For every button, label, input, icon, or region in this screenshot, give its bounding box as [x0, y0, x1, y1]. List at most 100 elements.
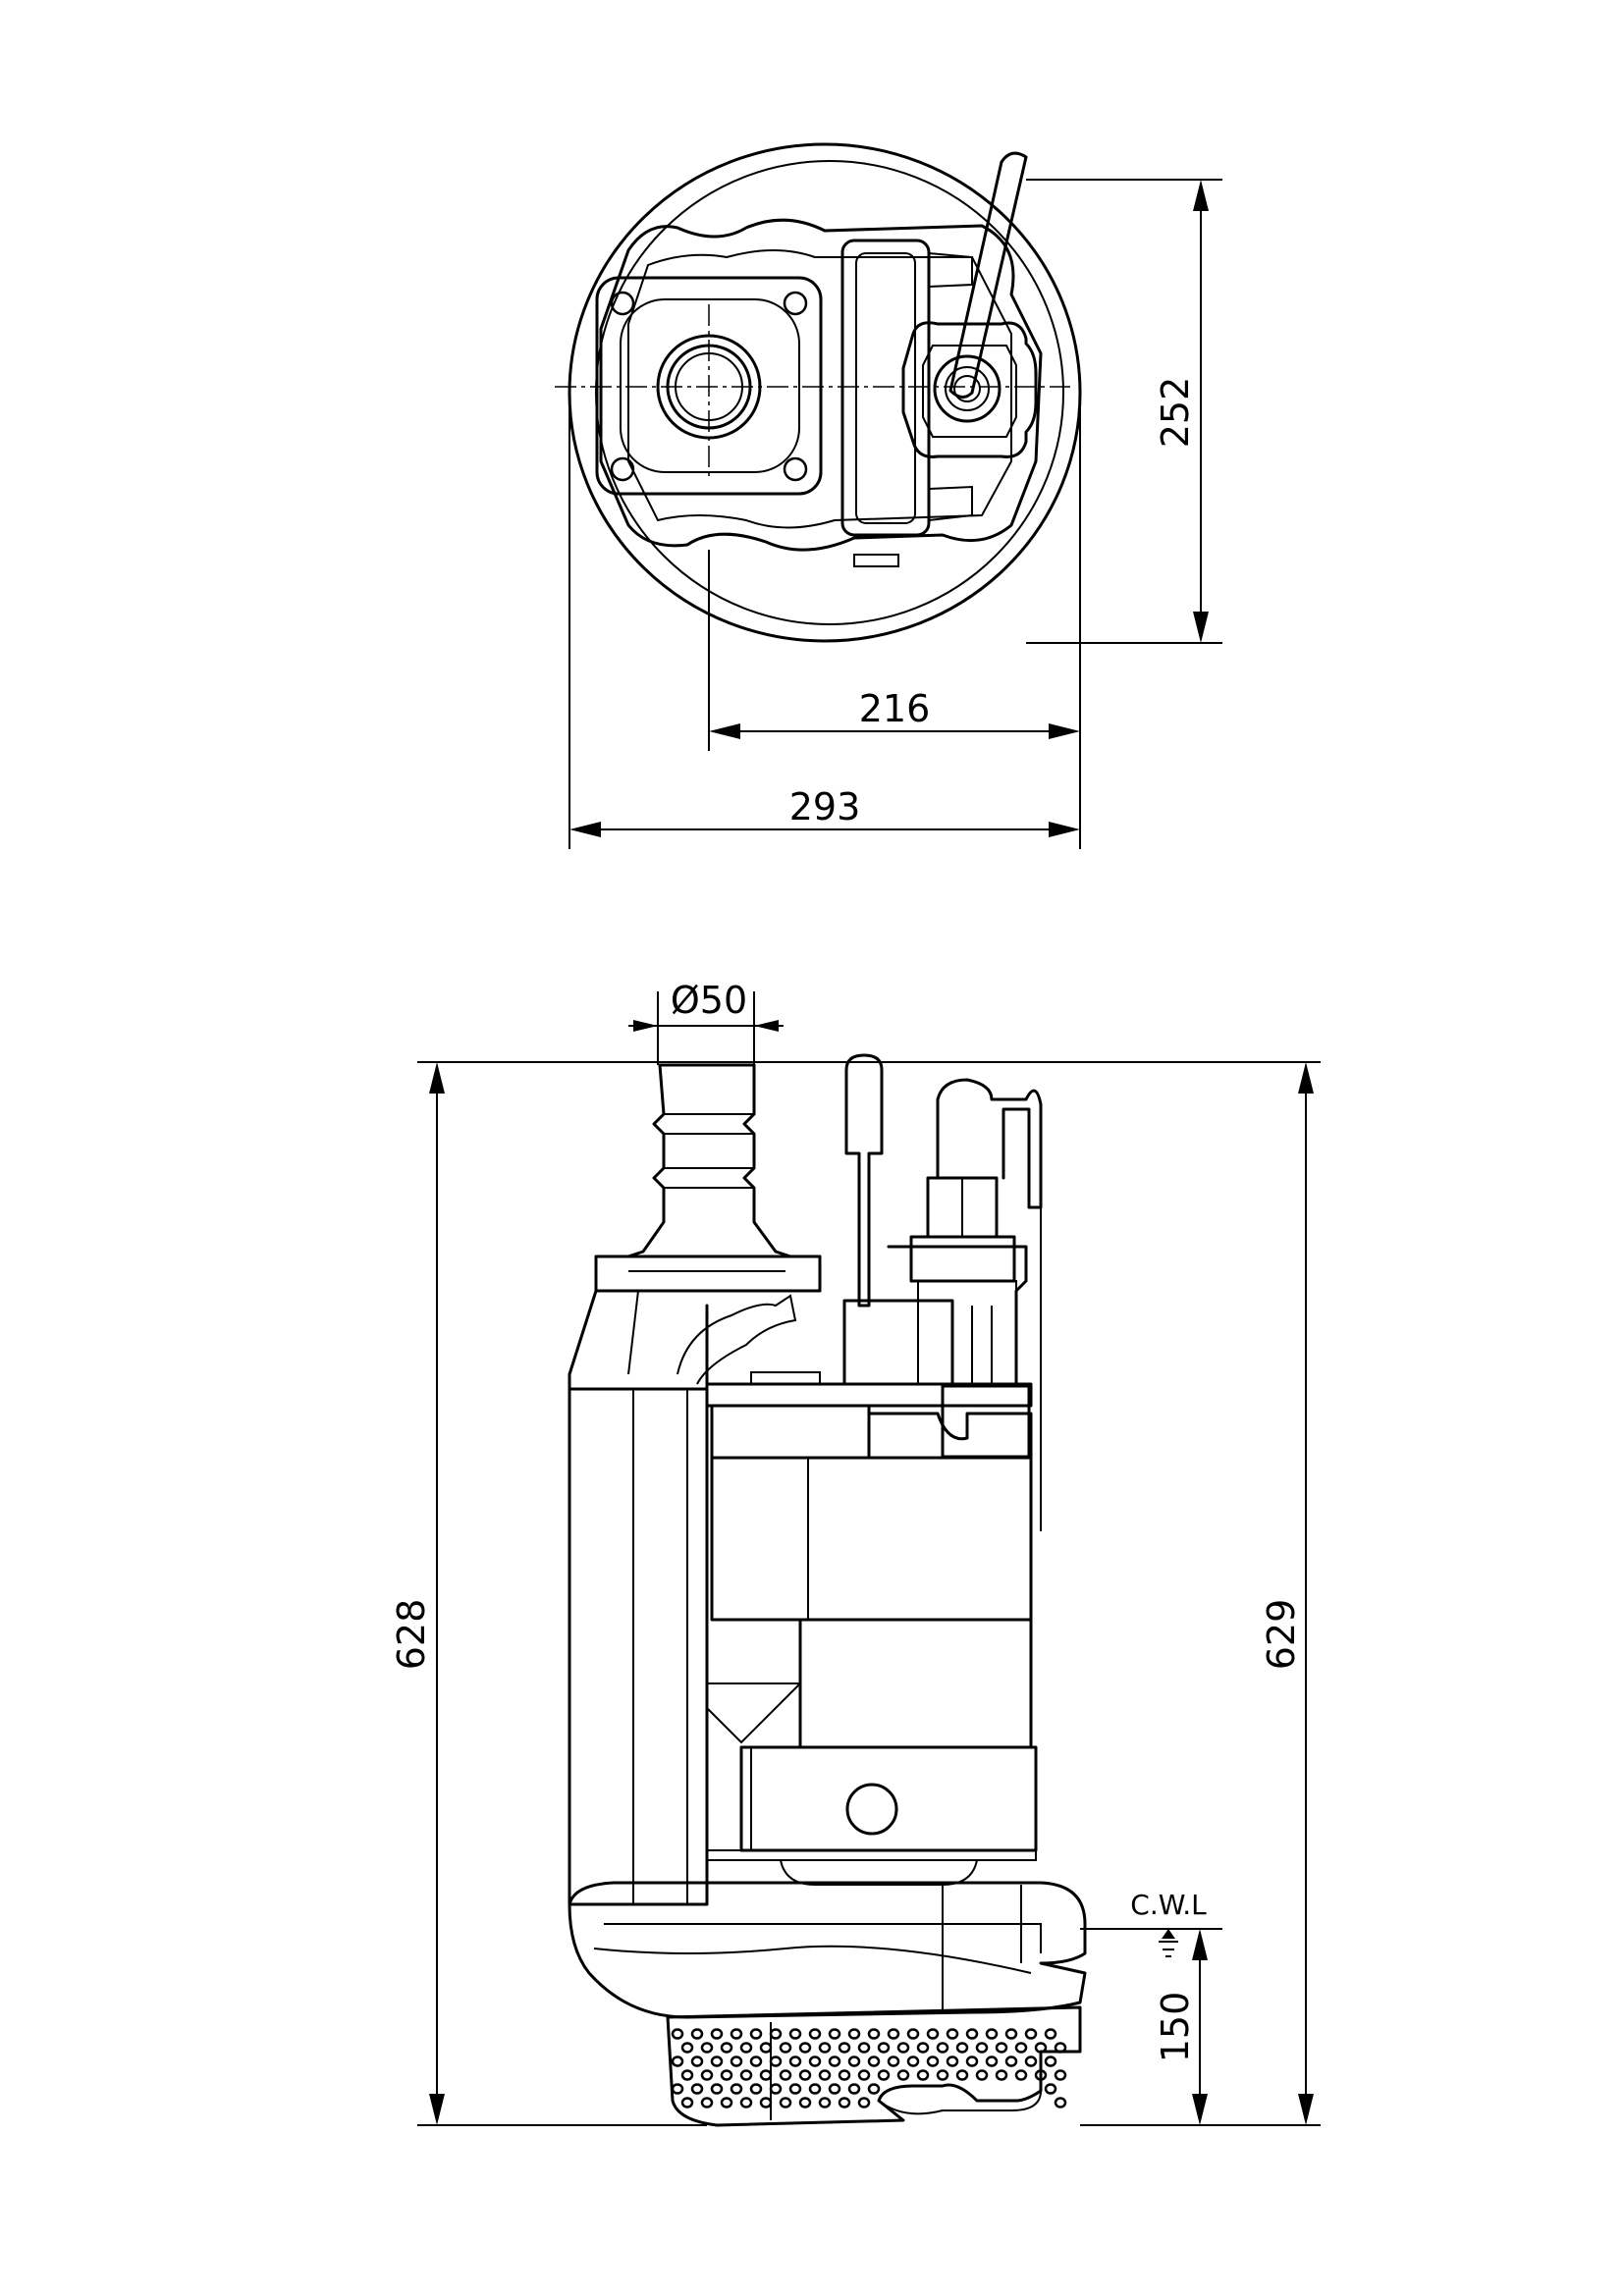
- strainer-hole: [955, 2042, 969, 2054]
- handle-bracket-tab-bottom: [928, 485, 973, 521]
- strainer-hole: [867, 2083, 881, 2095]
- strainer-hole: [1044, 2028, 1057, 2040]
- strainer-hole: [828, 2083, 841, 2095]
- strainer-hole: [720, 2069, 733, 2081]
- strainer-hole: [936, 2042, 949, 2054]
- top-outer-housing: [568, 142, 1082, 643]
- strainer-hole: [1034, 2069, 1048, 2081]
- strainer-hole: [1004, 2028, 1018, 2040]
- strainer-hole: [857, 2097, 871, 2109]
- strainer-hole: [1044, 2056, 1057, 2067]
- dim-216-label: 216: [859, 687, 931, 730]
- cwl-triangle: [1162, 1929, 1175, 1939]
- strainer-hole: [680, 2097, 694, 2109]
- strainer-hole: [710, 2056, 724, 2067]
- strainer-hole: [1004, 2056, 1018, 2067]
- strainer-hole: [877, 2069, 891, 2081]
- lifting-handle: [948, 151, 1028, 399]
- top-body-inner: [627, 249, 1012, 529]
- strainer-hole: [759, 2069, 773, 2081]
- dim-150-label: 150: [1154, 1992, 1197, 2063]
- strainer-hole: [739, 2069, 753, 2081]
- discharge-flange: [595, 276, 823, 496]
- strainer-hole: [887, 2056, 900, 2067]
- strainer-hole: [788, 2083, 802, 2095]
- strainer-hole: [769, 2083, 783, 2095]
- strainer-hole: [995, 2069, 1008, 2081]
- strainer-hole: [916, 2069, 930, 2081]
- dim-293-arrow-right: [1049, 822, 1080, 837]
- strainer-hole: [965, 2056, 979, 2067]
- oil-plug: [845, 1783, 898, 1836]
- strainer-hole: [838, 2097, 851, 2109]
- dim-216-arrow-right: [1049, 723, 1080, 739]
- strainer-hole: [828, 2028, 841, 2040]
- strainer-hole: [779, 2042, 792, 2054]
- dim-252-label: 252: [1154, 377, 1197, 449]
- strainer-hole: [1054, 2069, 1067, 2081]
- hose-tail: [626, 1063, 792, 1258]
- strainer-hole: [1054, 2042, 1067, 2054]
- strainer-hole: [700, 2069, 714, 2081]
- strainer-hole: [946, 2056, 959, 2067]
- cable-gland: [901, 321, 1038, 458]
- strainer-hole: [838, 2042, 851, 2054]
- strainer-hole: [838, 2069, 851, 2081]
- strainer-hole: [975, 2042, 989, 2054]
- strainer-hole: [985, 2056, 999, 2067]
- dim-629-label: 629: [1260, 1599, 1303, 1671]
- dim-293-label: 293: [789, 785, 861, 828]
- strainer-hole: [857, 2069, 871, 2081]
- motor-head-left: [710, 1404, 871, 1460]
- strainer-hole: [769, 2056, 783, 2067]
- strainer-hole: [720, 2097, 733, 2109]
- strainer-hole: [759, 2097, 773, 2109]
- cable-entry-housing: [917, 1280, 1017, 1385]
- strainer-hole: [965, 2028, 979, 2040]
- strainer-hole: [700, 2097, 714, 2109]
- strainer-hole: [710, 2083, 724, 2095]
- strainer-hole: [788, 2028, 802, 2040]
- strainer-hole: [926, 2028, 940, 2040]
- dim-216-arrow-left: [709, 723, 740, 739]
- strainer-hole: [749, 2056, 763, 2067]
- strainer-hole: [1014, 2042, 1028, 2054]
- strainer-hole: [798, 2042, 812, 2054]
- seal-chamber-base: [706, 1849, 1037, 1861]
- cable-gland-inner: [922, 345, 1017, 438]
- dim-628-arrow-bottom: [429, 2094, 445, 2125]
- strainer-hole: [779, 2097, 792, 2109]
- discharge-chamber: [568, 1289, 709, 1391]
- strainer-hole: [995, 2042, 1008, 2054]
- seal-chamber: [739, 1745, 1038, 1852]
- strainer-hole: [1034, 2042, 1048, 2054]
- dim-d50-arrow-right: [754, 1020, 779, 1032]
- strainer-hole: [680, 2042, 694, 2054]
- strainer-hole: [847, 2028, 861, 2040]
- side-discharge-flange: [594, 1255, 822, 1293]
- dim-629-arrow-bottom: [1298, 2094, 1314, 2125]
- strainer-hole: [985, 2028, 999, 2040]
- strainer-hole: [671, 2056, 684, 2067]
- cable-nut-lower: [909, 1235, 1016, 1283]
- strainer-hole: [749, 2028, 763, 2040]
- motor-top-block: [750, 1371, 821, 1385]
- dim-d50-arrow-left: [633, 1020, 658, 1032]
- cable-gland-body: [887, 1245, 1028, 1386]
- strainer-hole: [700, 2042, 714, 2054]
- dim-628-arrow-top: [429, 1062, 445, 1094]
- strainer-hole: [769, 2028, 783, 2040]
- pump-volute: [568, 1881, 1087, 2019]
- dim-252-arrow-top: [1193, 180, 1209, 211]
- strainer-hole: [808, 2028, 822, 2040]
- strainer-hole: [730, 2083, 743, 2095]
- strainer-hole: [1044, 2083, 1057, 2095]
- side-power-cable: [936, 1078, 1043, 1209]
- strainer-hole: [798, 2069, 812, 2081]
- strainer-hole: [680, 2069, 694, 2081]
- strainer-hole: [710, 2028, 724, 2040]
- strainer-hole: [818, 2069, 832, 2081]
- cable-gland-nut-inner: [945, 366, 990, 411]
- discharge-chamber-inner: [627, 1290, 639, 1375]
